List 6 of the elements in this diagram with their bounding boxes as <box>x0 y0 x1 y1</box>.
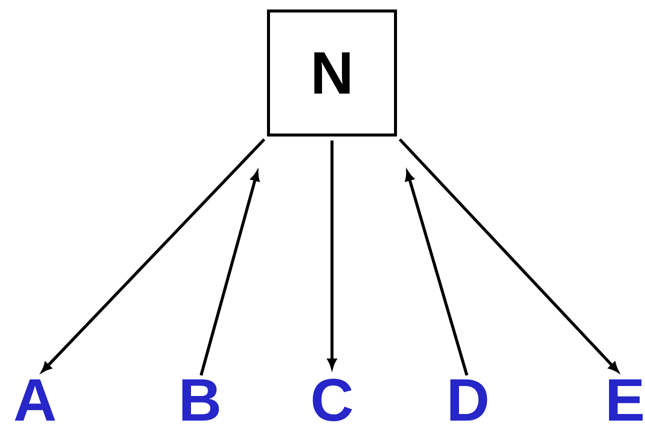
letter-label: A <box>14 379 56 421</box>
letter-label: D <box>450 379 488 421</box>
square-box: N <box>267 10 397 136</box>
letter-label: C <box>312 378 352 422</box>
letter-label: E <box>609 379 643 421</box>
letter-label: B <box>182 379 219 421</box>
